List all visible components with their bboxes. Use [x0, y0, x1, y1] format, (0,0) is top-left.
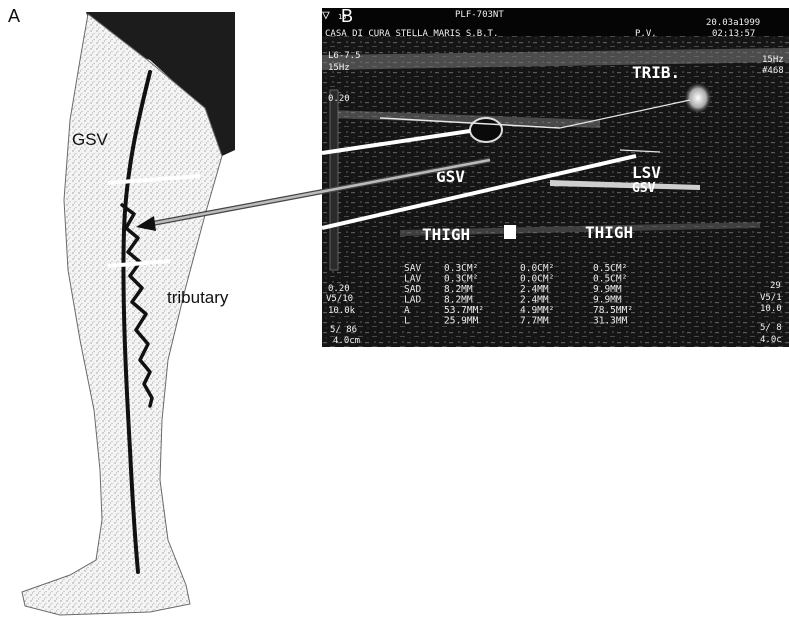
us-code-right: #468 [762, 66, 784, 76]
us-scale-bottom: 0.20 [328, 284, 350, 294]
measurement-name: L [404, 316, 410, 327]
leg-silhouette [22, 14, 222, 615]
us-pv: P.V. [635, 29, 657, 39]
measurement-value: 4.9MM² [520, 305, 554, 316]
us-gsv-right-label: GSV [632, 181, 656, 196]
measurement-value: 78.5MM² [593, 305, 633, 316]
measurement-value: 8.2MM [444, 295, 473, 306]
us-v-right: V5/1 [760, 293, 782, 303]
us-clinic: CASA DI CURA STELLA MARIS S.B.T. [325, 29, 498, 39]
measurement-name: A [404, 305, 410, 316]
measurement-value: 25.9MM [444, 316, 479, 327]
measurement-value: 9.9MM [593, 295, 622, 306]
us-model: PLF-703NT [455, 10, 504, 20]
us-thigh-left: THIGH [422, 225, 470, 244]
measurement-name: LAV [404, 274, 421, 285]
measurement-value: 0.3CM² [444, 263, 478, 274]
leg-drawing [22, 12, 235, 615]
gsv-label: GSV [72, 130, 108, 150]
us-date: 20.03a1999 [706, 18, 760, 28]
measurement-value: 0.5CM² [593, 274, 627, 285]
us-depth-left: 5/ 86 [330, 325, 357, 335]
us-thigh-right: THIGH [585, 223, 633, 242]
us-num-right: 29 [770, 281, 781, 291]
us-trib-label: TRIB. [632, 63, 680, 82]
us-scale-top: 0.20 [328, 94, 350, 104]
us-cm-left: 4.0cm [333, 336, 360, 346]
measurement-value: 7.7MM [520, 316, 549, 327]
us-freq: 15Hz [328, 63, 350, 73]
us-k-left: 10.0k [328, 306, 356, 316]
us-cm-right: 4.0c [760, 335, 782, 345]
measurement-value: 9.9MM [593, 284, 622, 295]
measurement-value: 31.3MM [593, 316, 628, 327]
panel-label-a: A [8, 6, 20, 27]
us-k-right: 10.0 [760, 304, 782, 314]
measurement-value: 0.5CM² [593, 263, 627, 274]
measurement-name: SAV [404, 263, 421, 274]
us-v-left: V5/10 [326, 294, 353, 304]
us-probe: L6-7.5 [328, 51, 361, 61]
measurement-value: 53.7MM² [444, 305, 484, 316]
measurement-value: 2.4MM [520, 284, 549, 295]
panel-label-b: B [341, 6, 353, 27]
measurement-value: 0.0CM² [520, 263, 554, 274]
us-cursor-block [504, 225, 516, 239]
measurement-value: 2.4MM [520, 295, 549, 306]
us-time: 02:13:57 [712, 29, 755, 39]
us-lsv-label: LSV [632, 163, 661, 182]
us-depth-right: 5/ 8 [760, 323, 782, 333]
measurement-value: 8.2MM [444, 284, 473, 295]
measurement-name: SAD [404, 284, 421, 295]
measurement-value: 0.0CM² [520, 274, 554, 285]
measurement-value: 0.3CM² [444, 274, 478, 285]
tributary-label: tributary [167, 288, 228, 308]
gsv-vessel [470, 118, 502, 142]
measurement-name: LAD [404, 295, 421, 306]
us-freq-right: 15Hz [762, 55, 784, 65]
svg-text:▽: ▽ [322, 8, 330, 23]
